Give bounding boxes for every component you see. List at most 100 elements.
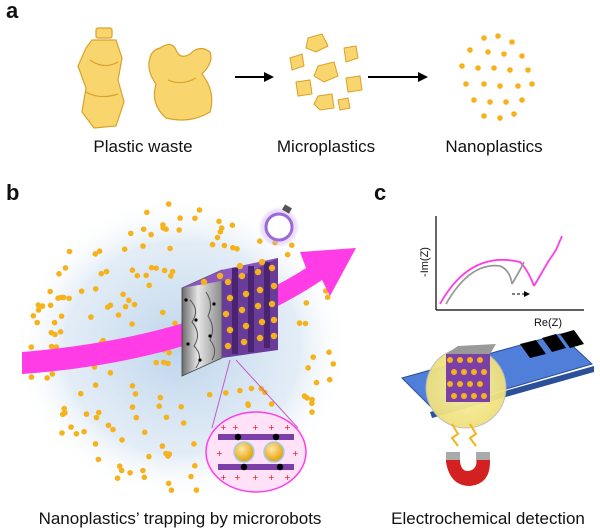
svg-text:+: + bbox=[232, 423, 239, 432]
nanoplastic-particle bbox=[88, 314, 94, 320]
nanoplastic-particle bbox=[129, 383, 136, 389]
nanoplastic-particle bbox=[157, 394, 164, 401]
nanoplastic-particle bbox=[116, 463, 123, 470]
magnet-icon bbox=[446, 423, 490, 486]
nanoplastic-particle bbox=[107, 302, 114, 309]
nanoplastic-particle bbox=[144, 209, 150, 216]
nanoplastic-particle bbox=[192, 463, 198, 469]
nanoplastic-particle bbox=[44, 375, 50, 381]
nanoplastic-particle bbox=[305, 365, 311, 371]
nanoplastic-particle bbox=[35, 302, 42, 308]
nanoplastic-particle bbox=[105, 422, 112, 429]
nanoplastic-particle bbox=[326, 349, 332, 356]
nanoplastic-particle bbox=[53, 344, 60, 350]
light-bulb-icon bbox=[259, 204, 299, 247]
nanoplastic-particle bbox=[73, 431, 80, 437]
nanoplastic-particle bbox=[245, 401, 251, 407]
nanoplastic-particle bbox=[168, 273, 174, 279]
nanoplastic-particle bbox=[234, 246, 240, 252]
nanoplastic-particle bbox=[310, 354, 317, 360]
nanoplastic-particle bbox=[216, 218, 222, 225]
nanoplastic-particle bbox=[141, 474, 148, 481]
svg-text:+: + bbox=[284, 423, 291, 432]
nanoplastic-particle bbox=[206, 391, 213, 398]
nanoplastic-particle bbox=[156, 403, 162, 410]
nanoplastic-particle bbox=[83, 411, 90, 417]
nanoplastic-particle bbox=[66, 295, 72, 302]
nanoplastic-particle bbox=[92, 382, 99, 388]
nanoplastic-particle bbox=[163, 414, 170, 421]
nanoplastic-particle bbox=[78, 288, 85, 295]
nanoplastic-particle bbox=[55, 295, 61, 302]
nanoplastic-particle bbox=[248, 385, 255, 392]
nanoplastic-particle bbox=[134, 272, 141, 279]
nanoplastic-particle bbox=[166, 451, 173, 457]
nanoplastic-particle bbox=[119, 437, 125, 443]
nanoplastic-particle bbox=[165, 201, 172, 207]
microrobot-icon bbox=[181, 258, 278, 377]
nanoplastic-particle bbox=[177, 215, 183, 221]
nanoplastic-particle bbox=[60, 294, 67, 301]
svg-text:+: + bbox=[268, 423, 275, 432]
impedance-plot bbox=[435, 216, 584, 311]
nanoplastic-particle bbox=[128, 230, 134, 237]
axis-label-y: -Im(Z) bbox=[419, 247, 431, 277]
nanoplastic-particle bbox=[146, 282, 152, 289]
label-plastic-waste: Plastic waste bbox=[93, 137, 192, 156]
nanoplastic-particle bbox=[115, 312, 122, 318]
nanoplastic-particle bbox=[48, 329, 55, 336]
nanoplastic-particle bbox=[129, 404, 136, 410]
nanoplastic-particle bbox=[230, 244, 236, 251]
label-microplastics: Microplastics bbox=[277, 137, 375, 156]
nanoplastic-particle bbox=[326, 376, 333, 383]
nanoplastic-particle bbox=[93, 414, 100, 421]
nanoplastic-particle bbox=[51, 319, 58, 326]
svg-text:+: + bbox=[252, 423, 259, 432]
nanoplastic-particle bbox=[167, 245, 173, 252]
panel-label-a: a bbox=[6, 0, 19, 23]
nanoplastic-particle bbox=[118, 467, 125, 474]
nanoplastic-particle bbox=[140, 243, 146, 249]
nanoplastic-particle bbox=[214, 234, 221, 241]
nanoplastic-particle bbox=[166, 350, 172, 356]
nanoplastic-particle bbox=[172, 320, 178, 327]
nanoplastic-particle bbox=[96, 409, 102, 416]
svg-text:+: + bbox=[268, 473, 275, 482]
nanoplastic-particle bbox=[114, 475, 121, 482]
nanoplastic-particle bbox=[268, 401, 275, 407]
arrow-icon bbox=[235, 72, 428, 82]
nanoplastic-particle bbox=[58, 313, 65, 320]
nanoplastic-particle bbox=[296, 320, 303, 326]
nanoplastic-particle bbox=[28, 344, 35, 350]
nanoplastic-particle bbox=[126, 297, 132, 304]
nanoplastic-particle bbox=[68, 424, 74, 430]
nanoplastic-particle bbox=[57, 329, 64, 335]
panel-label-b: b bbox=[6, 180, 19, 205]
nanoplastic-particle bbox=[217, 229, 224, 235]
nanoplastic-particle bbox=[140, 226, 147, 232]
nanoplastic-particle bbox=[28, 374, 35, 380]
nanoplastic-particle bbox=[49, 371, 56, 377]
svg-text:+: + bbox=[220, 473, 227, 482]
nanoplastic-particle bbox=[35, 307, 42, 313]
zoom-inset: +++++ +++++ ++ bbox=[205, 411, 307, 493]
nanoplastic-particle bbox=[229, 222, 236, 228]
nanoplastic-particle bbox=[257, 238, 263, 244]
caption-trapping: Nanoplastics’ trapping by microrobots bbox=[39, 509, 322, 528]
nanoplastic-particle bbox=[92, 286, 99, 292]
nanoplastic-particle bbox=[165, 360, 171, 367]
nanoplastic-particle bbox=[47, 302, 54, 309]
nanoplastic-particle bbox=[96, 248, 103, 254]
nanoplastic-particle bbox=[146, 453, 152, 460]
nanoplastic-particle bbox=[192, 215, 198, 222]
nanoplastic-particle bbox=[132, 391, 139, 397]
bag-icon bbox=[148, 43, 213, 121]
nanoplastic-particle bbox=[92, 441, 99, 447]
nanoplastic-particle bbox=[133, 414, 140, 421]
nanoplastic-particle bbox=[59, 430, 65, 436]
nanoplastic-particle bbox=[56, 271, 62, 277]
nanoplastic-particle bbox=[107, 370, 114, 376]
panel-label-c: c bbox=[374, 180, 386, 205]
nanoplastic-particle bbox=[66, 248, 73, 255]
nanoplastic-particle bbox=[34, 319, 40, 326]
